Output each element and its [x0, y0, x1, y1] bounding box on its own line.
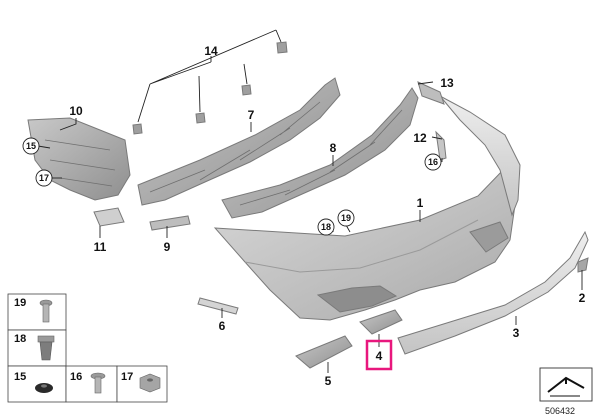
- legend-17-label: 17: [121, 371, 133, 383]
- callout-4: 4: [376, 349, 383, 363]
- strip-9-part: [149, 215, 191, 231]
- circled-ref-15: 15: [22, 137, 40, 155]
- view-direction-icon: [539, 367, 593, 402]
- callout-1: 1: [417, 196, 424, 210]
- bracket-11-part: [93, 207, 125, 227]
- expanding-nut-icon: [37, 335, 55, 361]
- legend-18-label: 18: [14, 333, 26, 345]
- circled-ref-18-label: 18: [321, 222, 331, 232]
- circled-ref-16: 16: [424, 153, 442, 171]
- rear-bumper-trim: [213, 95, 521, 321]
- legend-box-18: 18: [7, 329, 67, 367]
- circled-ref-17: 17: [35, 169, 53, 187]
- circled-ref-19: 19: [337, 209, 355, 227]
- trim-13-part: [417, 81, 445, 105]
- legend-box-17: 17: [116, 365, 168, 403]
- screw-icon: [39, 299, 53, 323]
- callout-7: 7: [248, 108, 255, 122]
- callout-3: 3: [513, 326, 520, 340]
- legend-15-label: 15: [14, 371, 26, 383]
- callout-12: 12: [413, 131, 427, 145]
- strip-6-part: [197, 297, 239, 315]
- legend-box-19: 19: [7, 293, 67, 331]
- callout-6: 6: [219, 319, 226, 333]
- callout-11: 11: [94, 240, 107, 254]
- callout-10: 10: [69, 104, 83, 118]
- circled-ref-15-label: 15: [26, 141, 36, 151]
- callout-2: 2: [579, 291, 586, 305]
- callout-5: 5: [325, 374, 332, 388]
- trim-12-part: [435, 130, 447, 161]
- legend-19-label: 19: [14, 297, 26, 309]
- document-number: 506432: [545, 406, 575, 416]
- legend-16-label: 16: [70, 371, 82, 383]
- bumper-carrier-upper: [137, 77, 341, 206]
- legend-box-16: 16: [65, 365, 118, 403]
- bolt-icon: [90, 372, 106, 394]
- reflector-5-part: [295, 335, 353, 369]
- side-bracket: [27, 117, 131, 201]
- highlight-box: [365, 339, 393, 371]
- trim-strip-3-part: [397, 230, 589, 355]
- callout-9: 9: [164, 240, 171, 254]
- reflector-4-part: [359, 309, 403, 335]
- circled-ref-19-label: 19: [341, 213, 351, 223]
- hex-nut-icon: [139, 373, 161, 393]
- circled-ref-16-label: 16: [428, 157, 438, 167]
- circled-ref-17-label: 17: [39, 173, 49, 183]
- callout-14: 14: [204, 44, 218, 58]
- bumper-carrier-lower: [221, 87, 419, 219]
- circled-ref-18: 18: [317, 218, 335, 236]
- callout-13: 13: [440, 76, 454, 90]
- fastener-set-14: [132, 41, 288, 135]
- legend-box-15: 15: [7, 365, 67, 403]
- clip-2-part: [577, 257, 589, 273]
- callout-8: 8: [330, 141, 337, 155]
- grommet-icon: [35, 383, 53, 393]
